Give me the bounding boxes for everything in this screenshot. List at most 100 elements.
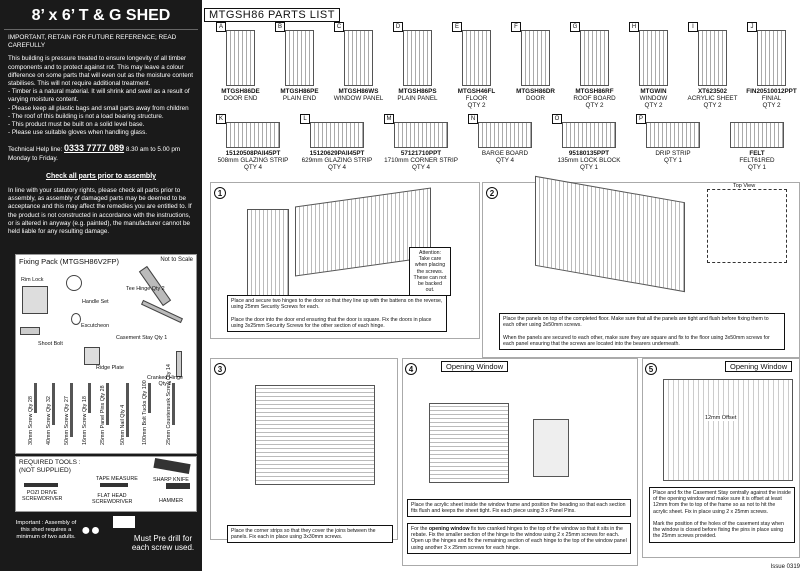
part-name: 508mm GLAZING STRIP — [217, 157, 289, 164]
part-code: MTGSH86DE — [221, 88, 260, 95]
help-number: 0333 7777 089 — [64, 143, 125, 154]
part-drawing — [521, 30, 550, 86]
s4b-bold: opening window — [428, 526, 470, 532]
not-to-scale: Not to Scale — [160, 257, 193, 263]
part-drawing — [562, 122, 616, 148]
hammer-icon — [166, 483, 190, 489]
part-name: DRIP STRIP — [655, 150, 691, 157]
step-4-title: Opening Window — [441, 361, 509, 372]
part-letter: L — [300, 114, 310, 124]
offset-label: 12mm Offset — [705, 415, 737, 421]
fix-item-ridge-plate: Ridge Plate — [96, 365, 124, 371]
body-text-5: - This product must be built on a solid … — [8, 121, 145, 129]
part-code: 15120508PAII45PT — [225, 150, 281, 157]
pre-drill-note: Must Pre drill for each screw used. — [131, 534, 195, 552]
part-drawing — [310, 122, 364, 148]
step-2-panel: 2 Top View Place the panels on top of th… — [482, 175, 800, 358]
step-4-text-b: For the opening window fix two cranked h… — [407, 523, 631, 554]
issue-number: Issue 0319 — [770, 564, 800, 570]
step-2-number: 2 — [486, 187, 498, 199]
part-drawing — [462, 30, 491, 86]
screw-icon — [70, 383, 73, 437]
part-qty: QTY 1 — [663, 157, 683, 164]
casement-stay-drawing — [663, 379, 793, 481]
step-1-text: Place and secure two hinges to the door … — [227, 295, 447, 333]
check-parts-heading: Check all parts prior to assembly — [45, 172, 157, 180]
fix-item-tee-hinge: Tee Hinge Qty 2 — [126, 286, 165, 292]
step-4-number: 4 — [405, 363, 417, 375]
part-code: MTGSH46FL — [457, 88, 496, 95]
fixing-pack-title: Fixing Pack (MTGSH86V2FP) — [19, 257, 120, 266]
help-line: Technical Help line: 0333 7777 089 8.30 … — [0, 144, 202, 162]
step-5-panel: 5 Opening Window 12mm Offset Place and f… — [642, 358, 800, 558]
part-code: MTGSH86DR — [516, 88, 555, 95]
tools-title: REQUIRED TOOLS : — [19, 459, 81, 466]
s4b-pre: For the — [411, 526, 429, 532]
part-name: WINDOW PANEL — [333, 95, 384, 102]
cranked-hinge-icon — [176, 351, 182, 377]
important-box: Important : Assembly of this shed requir… — [15, 514, 197, 567]
part-drawing — [757, 30, 786, 86]
body-text-1: This building is pressure treated to ens… — [8, 55, 194, 88]
screw-icon — [34, 383, 37, 413]
fix-item-handle-set: Handle Set — [82, 299, 109, 305]
part-qty: QTY 2 — [762, 102, 781, 109]
part-letter: H — [629, 22, 639, 32]
rights-text: In line with your statutory rights, plea… — [8, 187, 192, 236]
part-name: 629mm GLAZING STRIP — [301, 157, 373, 164]
tool-flat-screwdriver: FLAT HEAD SCREWDRIVER — [92, 493, 133, 505]
step-3-panel: 3 Place the corner strips so that they c… — [210, 358, 398, 544]
part-qty: QTY 1 — [747, 164, 767, 171]
top-view-label: Top View — [733, 183, 756, 189]
step-1-number: 1 — [214, 187, 226, 199]
fix-item-shoot-bolt: Shoot Bolt — [38, 341, 63, 347]
part-name: PLAIN PANEL — [397, 95, 438, 102]
part-code: FIN20510012PPT — [746, 88, 797, 95]
parts-list-header: MTGSH86 PARTS LIST — [204, 8, 340, 22]
part-code: MTGSH86RF — [575, 88, 614, 95]
tool-tape-measure: TAPE MEASURE — [96, 476, 138, 482]
tools-subtitle: (NOT SUPPLIED) — [19, 467, 71, 474]
part-code: 95180135PPT — [568, 150, 610, 157]
top-view-frame — [707, 189, 787, 263]
step-2-text: Place the panels on top of the completed… — [499, 313, 785, 351]
part-drawing — [646, 122, 700, 148]
part-drawing — [403, 30, 432, 86]
help-prefix: Technical Help line: — [8, 146, 63, 154]
part-name: PLAIN END — [282, 95, 317, 102]
part-qty: QTY 2 — [467, 102, 486, 109]
required-tools-box: REQUIRED TOOLS : (NOT SUPPLIED) TAPE MEA… — [15, 456, 197, 512]
body-text-2: - Timber is a natural material. It will … — [8, 88, 190, 104]
knife-icon — [153, 457, 191, 475]
step-4-panel: 4 Opening Window Place the acrylic sheet… — [402, 358, 638, 566]
part-name: FELT61RED — [739, 157, 775, 164]
part-drawing — [698, 30, 727, 86]
step-5-text: Place and fix the Casement Stay centrall… — [649, 487, 795, 543]
handle-icon — [66, 275, 82, 291]
part-qty: QTY 2 — [585, 102, 604, 109]
two-people-icon: ●● — [81, 522, 101, 539]
part-letter: D — [393, 22, 403, 32]
screw-icon — [148, 383, 151, 413]
fix-item-rim-lock: Rim Lock — [21, 277, 44, 283]
part-drawing — [478, 122, 532, 148]
part-code: 57121710PPT — [400, 150, 442, 157]
part-letter: C — [334, 22, 344, 32]
tool-pozi-screwdriver: POZI DRIVE SCREWDRIVER — [22, 490, 63, 502]
part-code: MTGSH86PS — [398, 88, 437, 95]
part-letter: K — [216, 114, 226, 124]
attention-note: Attention: Take care when placing the sc… — [409, 247, 451, 297]
screw-icon — [172, 383, 175, 425]
part-letter: A — [216, 22, 226, 32]
corner-strip-drawing — [255, 385, 375, 485]
